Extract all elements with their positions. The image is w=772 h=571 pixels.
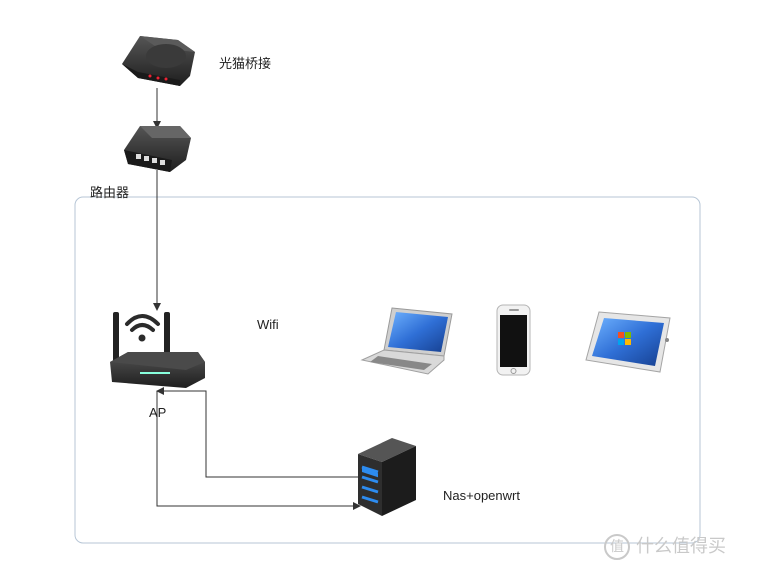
watermark: 值什么值得买 bbox=[604, 532, 726, 560]
server-icon bbox=[358, 438, 416, 516]
phone-icon bbox=[496, 304, 531, 376]
wifi-ap-icon bbox=[110, 312, 205, 388]
ap-label: AP bbox=[149, 405, 167, 420]
nas-ap-link-upper bbox=[156, 387, 358, 478]
laptop-icon bbox=[360, 307, 453, 375]
router-icon bbox=[124, 126, 191, 172]
nas-label: Nas+openwrt bbox=[443, 488, 520, 503]
router-label: 路由器 bbox=[90, 185, 130, 200]
wifi-label: Wifi bbox=[257, 317, 279, 332]
modem-icon bbox=[122, 36, 195, 86]
ap-nas-link-lower bbox=[156, 391, 361, 510]
lan-frame bbox=[74, 196, 701, 544]
tablet-icon bbox=[585, 311, 671, 373]
watermark-text: 什么值得买 bbox=[636, 536, 726, 557]
modem-label: 光猫桥接 bbox=[219, 56, 272, 71]
watermark-logo-icon: 值 bbox=[604, 534, 630, 560]
